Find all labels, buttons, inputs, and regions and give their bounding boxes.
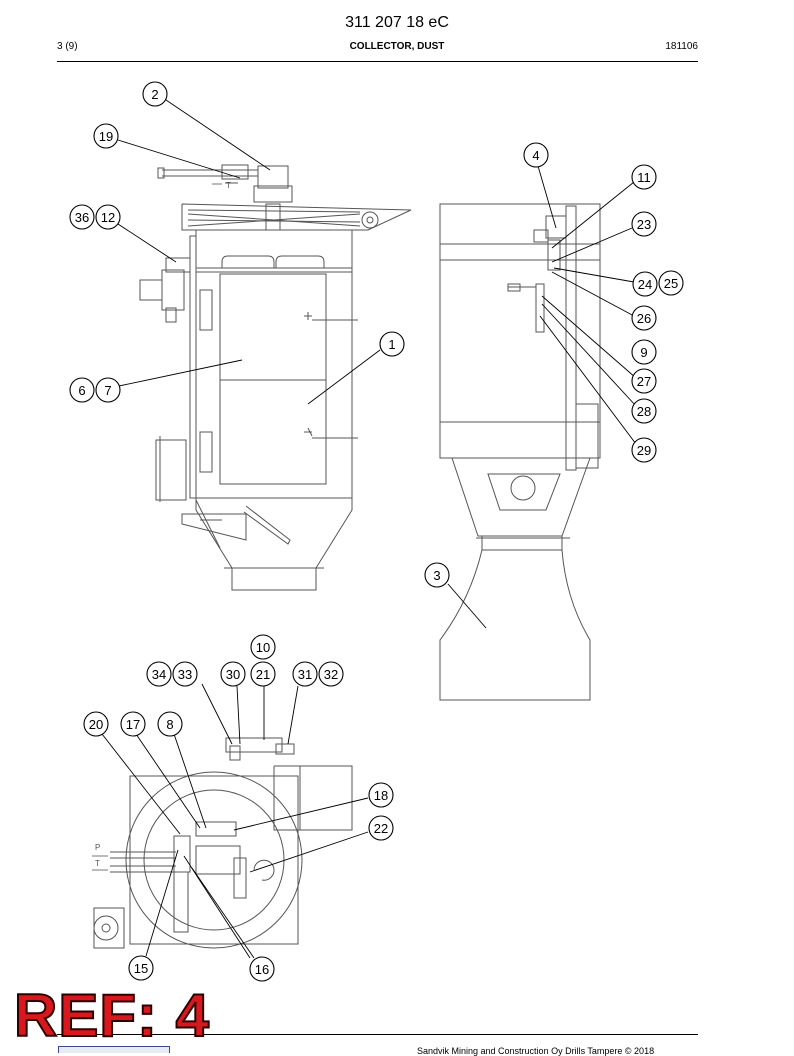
callout-8: 8 bbox=[157, 711, 183, 737]
callout-29: 29 bbox=[631, 437, 657, 463]
svg-text:26: 26 bbox=[637, 311, 651, 326]
header-rule bbox=[57, 61, 698, 62]
svg-text:2: 2 bbox=[151, 87, 158, 102]
svg-text:22: 22 bbox=[374, 821, 388, 836]
callout-28: 28 bbox=[631, 398, 657, 424]
callout-33: 33 bbox=[172, 661, 198, 687]
svg-text:11: 11 bbox=[637, 170, 651, 185]
svg-text:10: 10 bbox=[256, 640, 270, 655]
svg-text:32: 32 bbox=[324, 667, 338, 682]
callout-36: 36 bbox=[69, 204, 95, 230]
svg-text:36: 36 bbox=[75, 210, 89, 225]
svg-text:27: 27 bbox=[637, 374, 651, 389]
footer-copyright: Sandvik Mining and Construction Oy Drill… bbox=[417, 1046, 655, 1056]
svg-text:24: 24 bbox=[638, 277, 652, 292]
callouts: 2 19 36 12 1 6 7 4 11 23 24 25 26 9 27 2… bbox=[69, 81, 684, 982]
front-view bbox=[139, 164, 412, 591]
date-code: 181106 bbox=[665, 41, 698, 52]
svg-text:19: 19 bbox=[99, 129, 113, 144]
port-t-label-2: T bbox=[95, 859, 100, 868]
svg-text:9: 9 bbox=[640, 345, 647, 360]
svg-text:30: 30 bbox=[226, 667, 240, 682]
callout-26: 26 bbox=[631, 305, 657, 331]
page-indicator: 3 (9) bbox=[57, 41, 78, 52]
callout-24: 24 bbox=[632, 271, 658, 297]
svg-text:4: 4 bbox=[532, 148, 539, 163]
callout-15: 15 bbox=[128, 955, 154, 981]
callout-27: 27 bbox=[631, 368, 657, 394]
callout-20: 20 bbox=[83, 711, 109, 737]
port-t-label: T bbox=[226, 181, 231, 190]
svg-text:8: 8 bbox=[166, 717, 173, 732]
svg-text:1: 1 bbox=[388, 337, 395, 352]
callout-2: 2 bbox=[142, 81, 168, 107]
svg-text:17: 17 bbox=[126, 717, 140, 732]
callout-25: 25 bbox=[658, 270, 684, 296]
svg-text:23: 23 bbox=[637, 217, 651, 232]
top-view bbox=[93, 737, 353, 949]
svg-text:3: 3 bbox=[433, 568, 440, 583]
callout-19: 19 bbox=[93, 123, 119, 149]
svg-text:16: 16 bbox=[255, 962, 269, 977]
callout-17: 17 bbox=[120, 711, 146, 737]
callout-12: 12 bbox=[95, 204, 121, 230]
svg-text:31: 31 bbox=[298, 667, 312, 682]
svg-text:7: 7 bbox=[104, 383, 111, 398]
svg-text:25: 25 bbox=[664, 276, 678, 291]
callout-9: 9 bbox=[631, 339, 657, 365]
svg-text:6: 6 bbox=[78, 383, 85, 398]
callout-31: 31 bbox=[292, 661, 318, 687]
svg-text:28: 28 bbox=[637, 404, 651, 419]
callout-10: 10 bbox=[250, 634, 276, 660]
callout-11: 11 bbox=[631, 164, 657, 190]
svg-text:34: 34 bbox=[152, 667, 166, 682]
callout-34: 34 bbox=[146, 661, 172, 687]
svg-text:18: 18 bbox=[374, 788, 388, 803]
side-view bbox=[439, 203, 601, 701]
callout-1: 1 bbox=[379, 331, 405, 357]
callout-7: 7 bbox=[95, 377, 121, 403]
callout-30: 30 bbox=[220, 661, 246, 687]
svg-text:29: 29 bbox=[637, 443, 651, 458]
logo-strip bbox=[58, 1046, 170, 1053]
ref-stamp: REF: 4 bbox=[13, 982, 211, 1049]
port-p-label: P bbox=[95, 843, 100, 852]
svg-text:12: 12 bbox=[101, 210, 115, 225]
callout-18: 18 bbox=[368, 782, 394, 808]
document-number: 311 207 18 eC bbox=[345, 14, 449, 31]
svg-text:15: 15 bbox=[134, 961, 148, 976]
callout-22: 22 bbox=[368, 815, 394, 841]
callout-16: 16 bbox=[249, 956, 275, 982]
footer-rule bbox=[57, 1034, 698, 1035]
svg-text:20: 20 bbox=[89, 717, 103, 732]
callout-21: 21 bbox=[250, 661, 276, 687]
svg-text:33: 33 bbox=[178, 667, 192, 682]
callout-32: 32 bbox=[318, 661, 344, 687]
callout-6: 6 bbox=[69, 377, 95, 403]
page-title: COLLECTOR, DUST bbox=[349, 41, 445, 52]
callout-4: 4 bbox=[523, 142, 549, 168]
callout-23: 23 bbox=[631, 211, 657, 237]
svg-text:21: 21 bbox=[256, 667, 270, 682]
leader-lines bbox=[101, 99, 637, 959]
callout-3: 3 bbox=[424, 562, 450, 588]
